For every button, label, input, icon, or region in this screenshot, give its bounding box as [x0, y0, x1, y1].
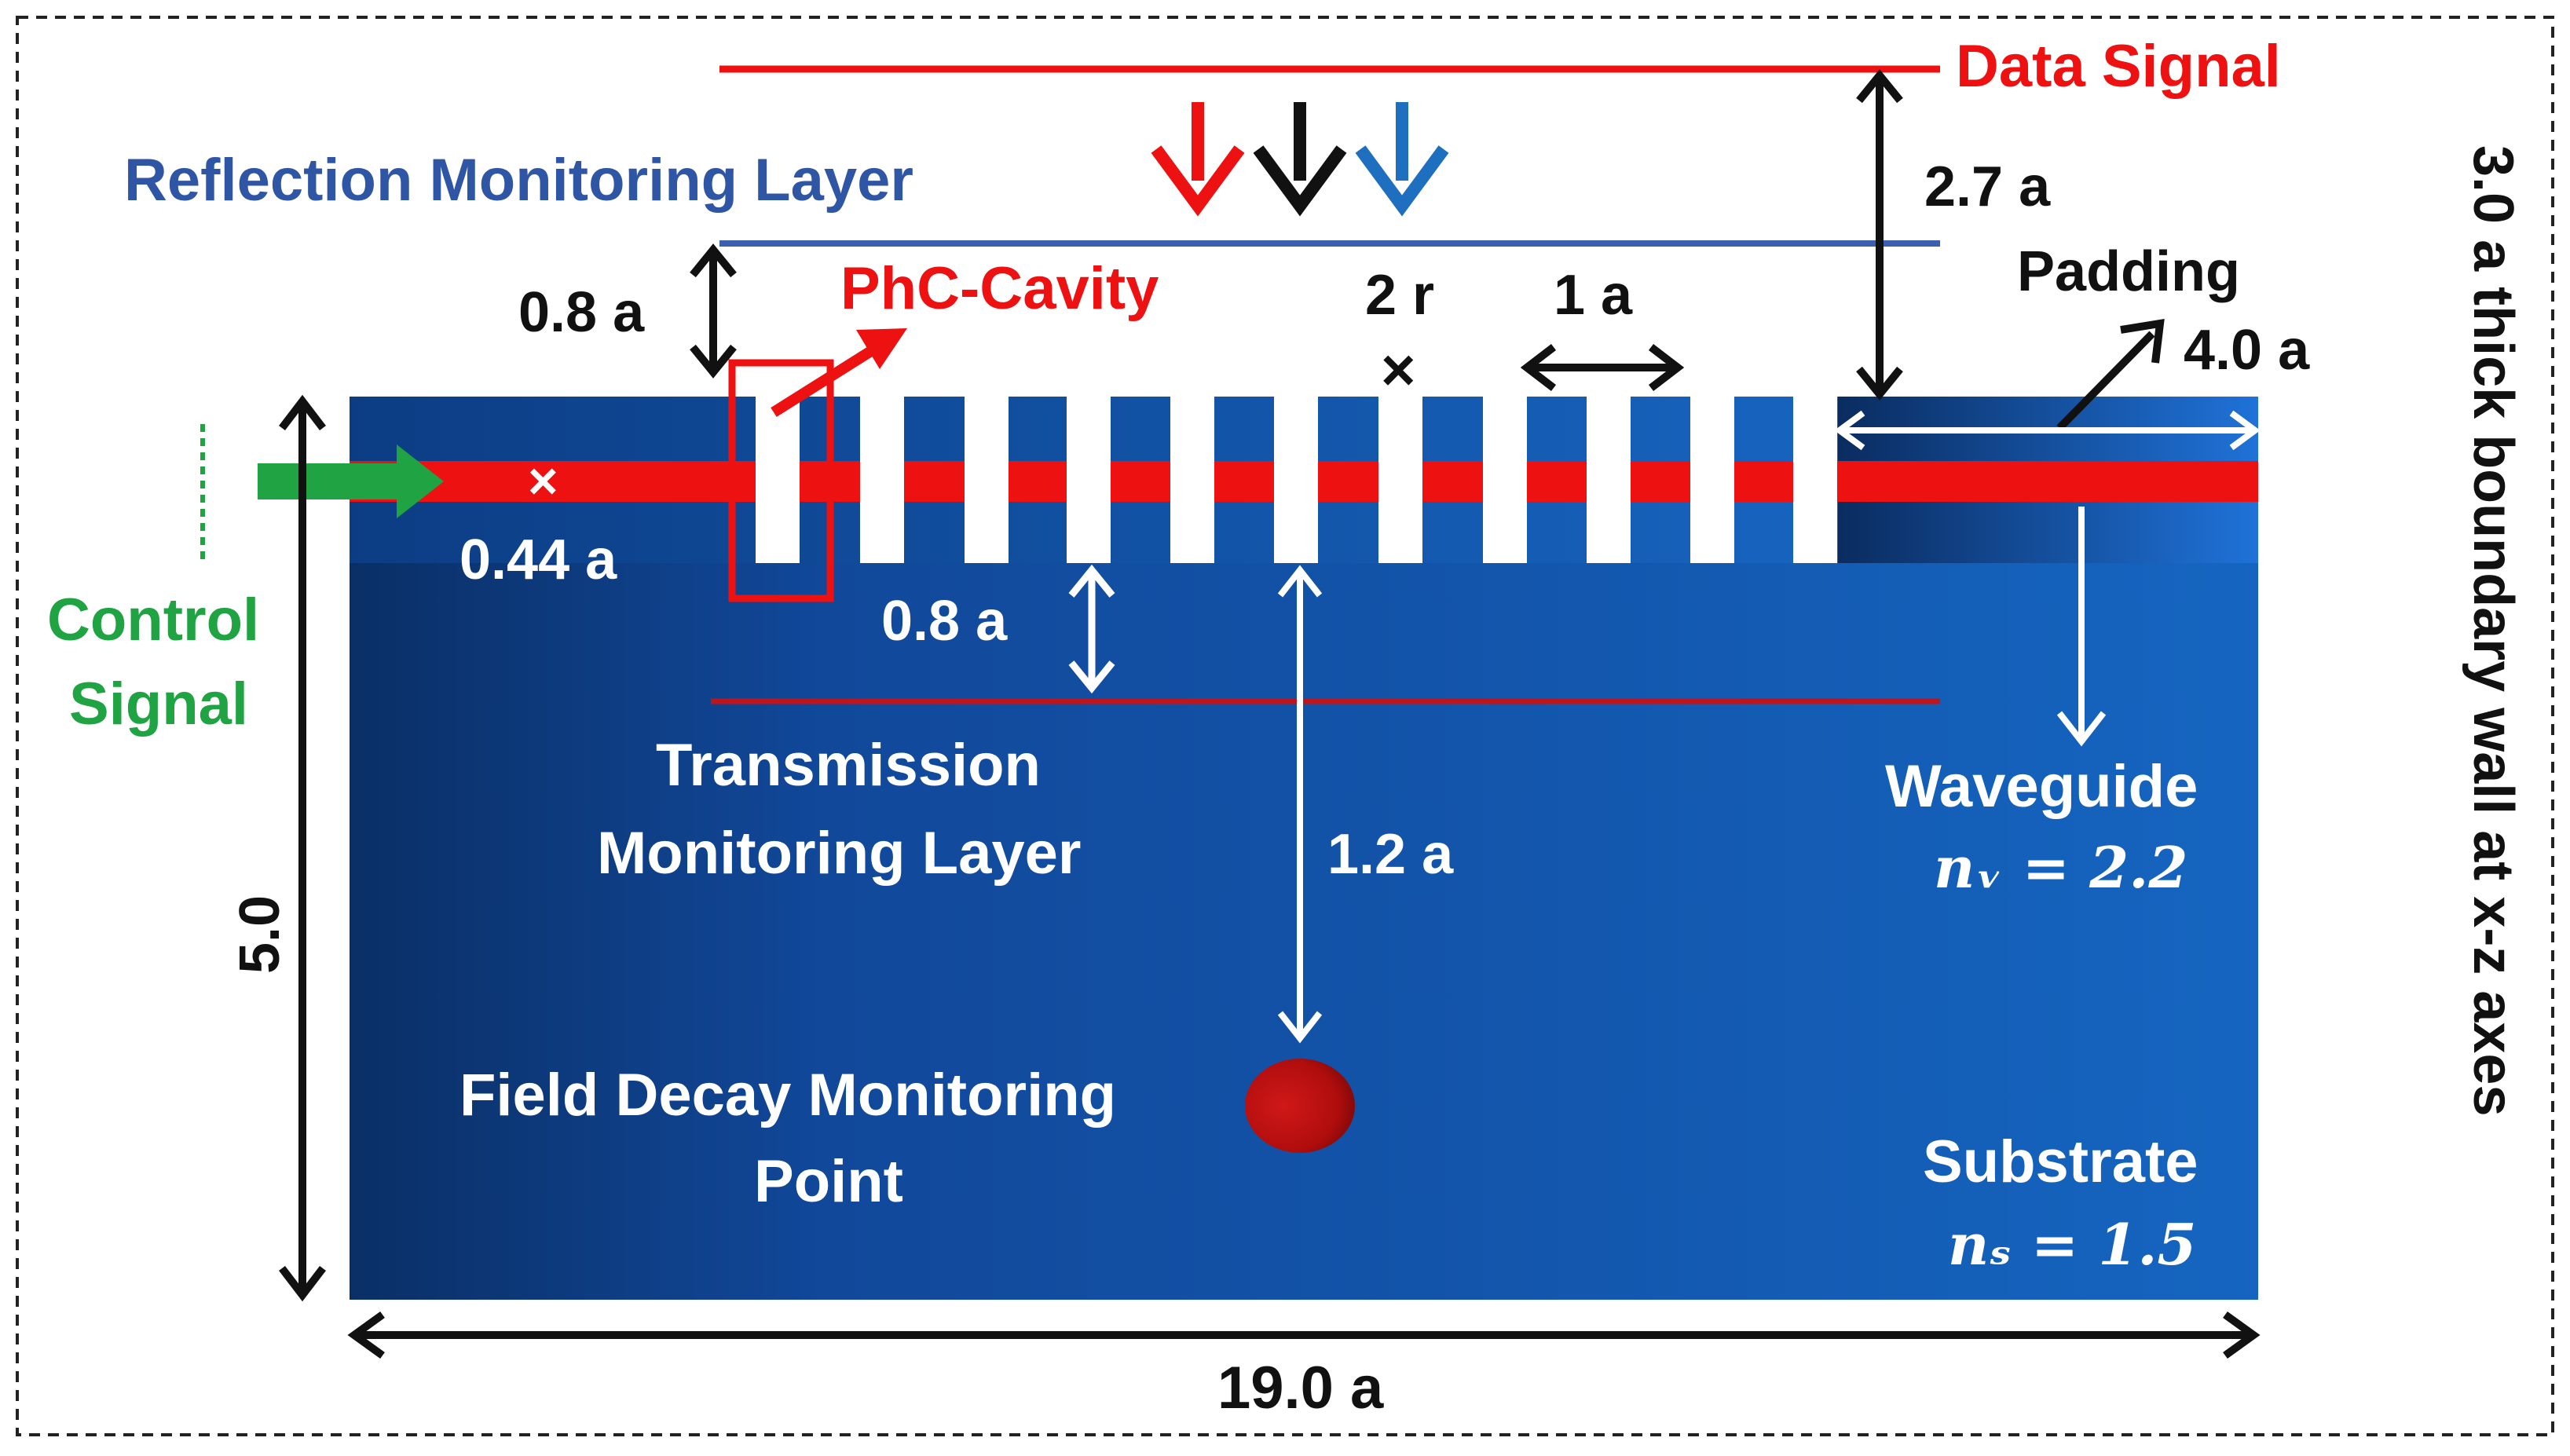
phc-slot — [1274, 397, 1318, 563]
phc-slot — [1170, 397, 1214, 563]
phc-slot — [1483, 397, 1527, 563]
padding-label: Padding — [2017, 240, 2240, 303]
transmission-layer-label-line1: Transmission — [656, 732, 1041, 799]
phc-cavity-arrowhead — [856, 328, 907, 369]
padding-pointer-arrow — [2056, 331, 2155, 431]
control-signal-arrow-body — [258, 463, 399, 499]
waveguide-index-label: nᵥ = 2.2 — [1934, 834, 2187, 901]
phc-slot — [756, 397, 800, 563]
reflection-layer-label: Reflection Monitoring Layer — [124, 147, 913, 214]
dim-2-7a-label: 2.7 a — [1924, 155, 2051, 218]
phc-slot — [1378, 397, 1422, 563]
incident-arrows — [1151, 102, 1449, 217]
phc-slot — [860, 397, 904, 563]
substrate-label: Substrate — [1923, 1129, 2198, 1195]
boundary-wall-label: 3.0 a thick boundary wall at x-z axes — [2462, 145, 2524, 1116]
control-signal-label-line1: Control — [47, 587, 259, 653]
data-signal-label: Data Signal — [1956, 33, 2281, 100]
dim-0-8a-bottom-label: 0.8 a — [881, 590, 1008, 653]
field-decay-label-line1: Field Decay Monitoring — [459, 1062, 1116, 1129]
phc-cavity-outline — [728, 359, 834, 602]
field-decay-point — [1245, 1059, 1355, 1153]
dim-0-8a-top-label: 0.8 a — [518, 281, 645, 344]
phc-slot — [1690, 397, 1734, 563]
dim-0-44a-label: 0.44 a — [459, 529, 617, 591]
dim-5-0-label: 5.0 — [229, 895, 291, 974]
dim-19-0a-label: 19.0 a — [1217, 1355, 1384, 1421]
dim-1-2a-label: 1.2 a — [1327, 823, 1454, 886]
phc-cavity-label: PhC-Cavity — [840, 255, 1159, 322]
substrate-index-label: nₛ = 1.5 — [1948, 1211, 2196, 1278]
control-signal-arrow-head — [397, 444, 444, 518]
phc-slot — [1067, 397, 1111, 563]
phc-slots — [756, 397, 1837, 563]
field-decay-label-line2: Point — [754, 1148, 903, 1215]
dim-2r-cross: × — [1381, 337, 1415, 404]
dim-4-0a-label: 4.0 a — [2184, 319, 2310, 382]
phc-slot — [965, 397, 1009, 563]
outer-frame — [16, 16, 2554, 1436]
control-signal-label-line2: Signal — [69, 671, 248, 737]
phc-slot — [1587, 397, 1631, 563]
waveguide-label: Waveguide — [1885, 753, 2198, 820]
dim-1a-label: 1 a — [1554, 264, 1633, 327]
phc-slot — [1793, 397, 1837, 563]
dim-2r-label: 2 r — [1365, 264, 1434, 327]
dim-0-44a-cross: × — [528, 452, 558, 510]
transmission-layer-label-line2: Monitoring Layer — [597, 820, 1081, 887]
phc-cavity-arrow — [771, 341, 883, 417]
